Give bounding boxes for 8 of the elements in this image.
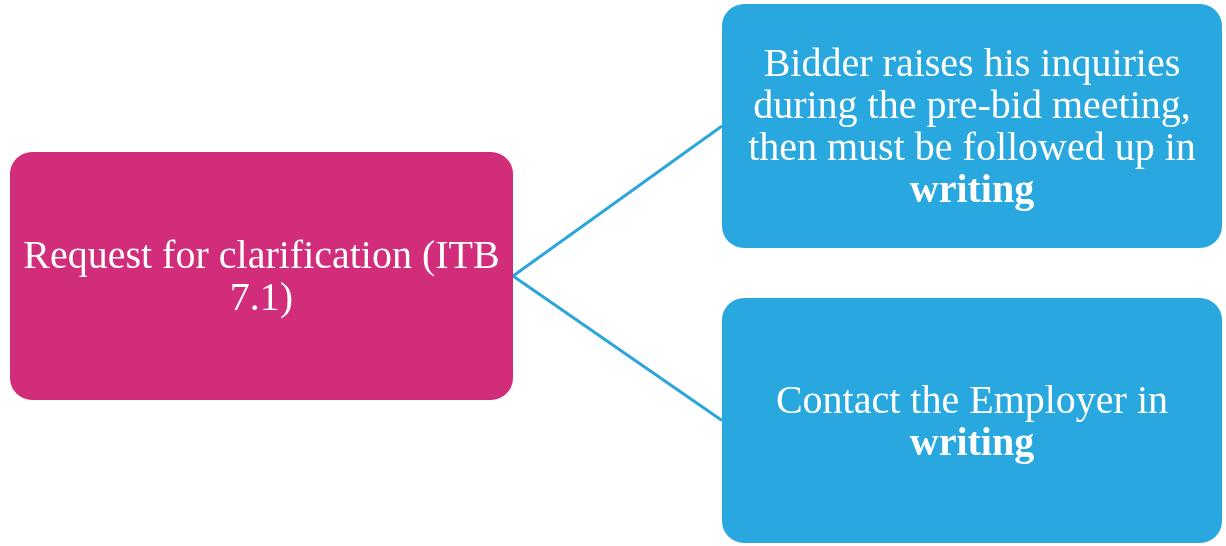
box-text: Request for clarification (ITB 7.1) <box>22 234 501 318</box>
connector-line <box>512 274 723 422</box>
process-box <box>722 4 1222 248</box>
connector-line <box>512 124 723 278</box>
process-box <box>10 152 513 400</box>
process-box <box>722 298 1222 543</box>
box-text: Bidder raises his inquiries during the pre-bid meeting, then must be followed up in writing <box>747 42 1197 210</box>
box-text: Contact the Employer in writing <box>774 378 1170 463</box>
